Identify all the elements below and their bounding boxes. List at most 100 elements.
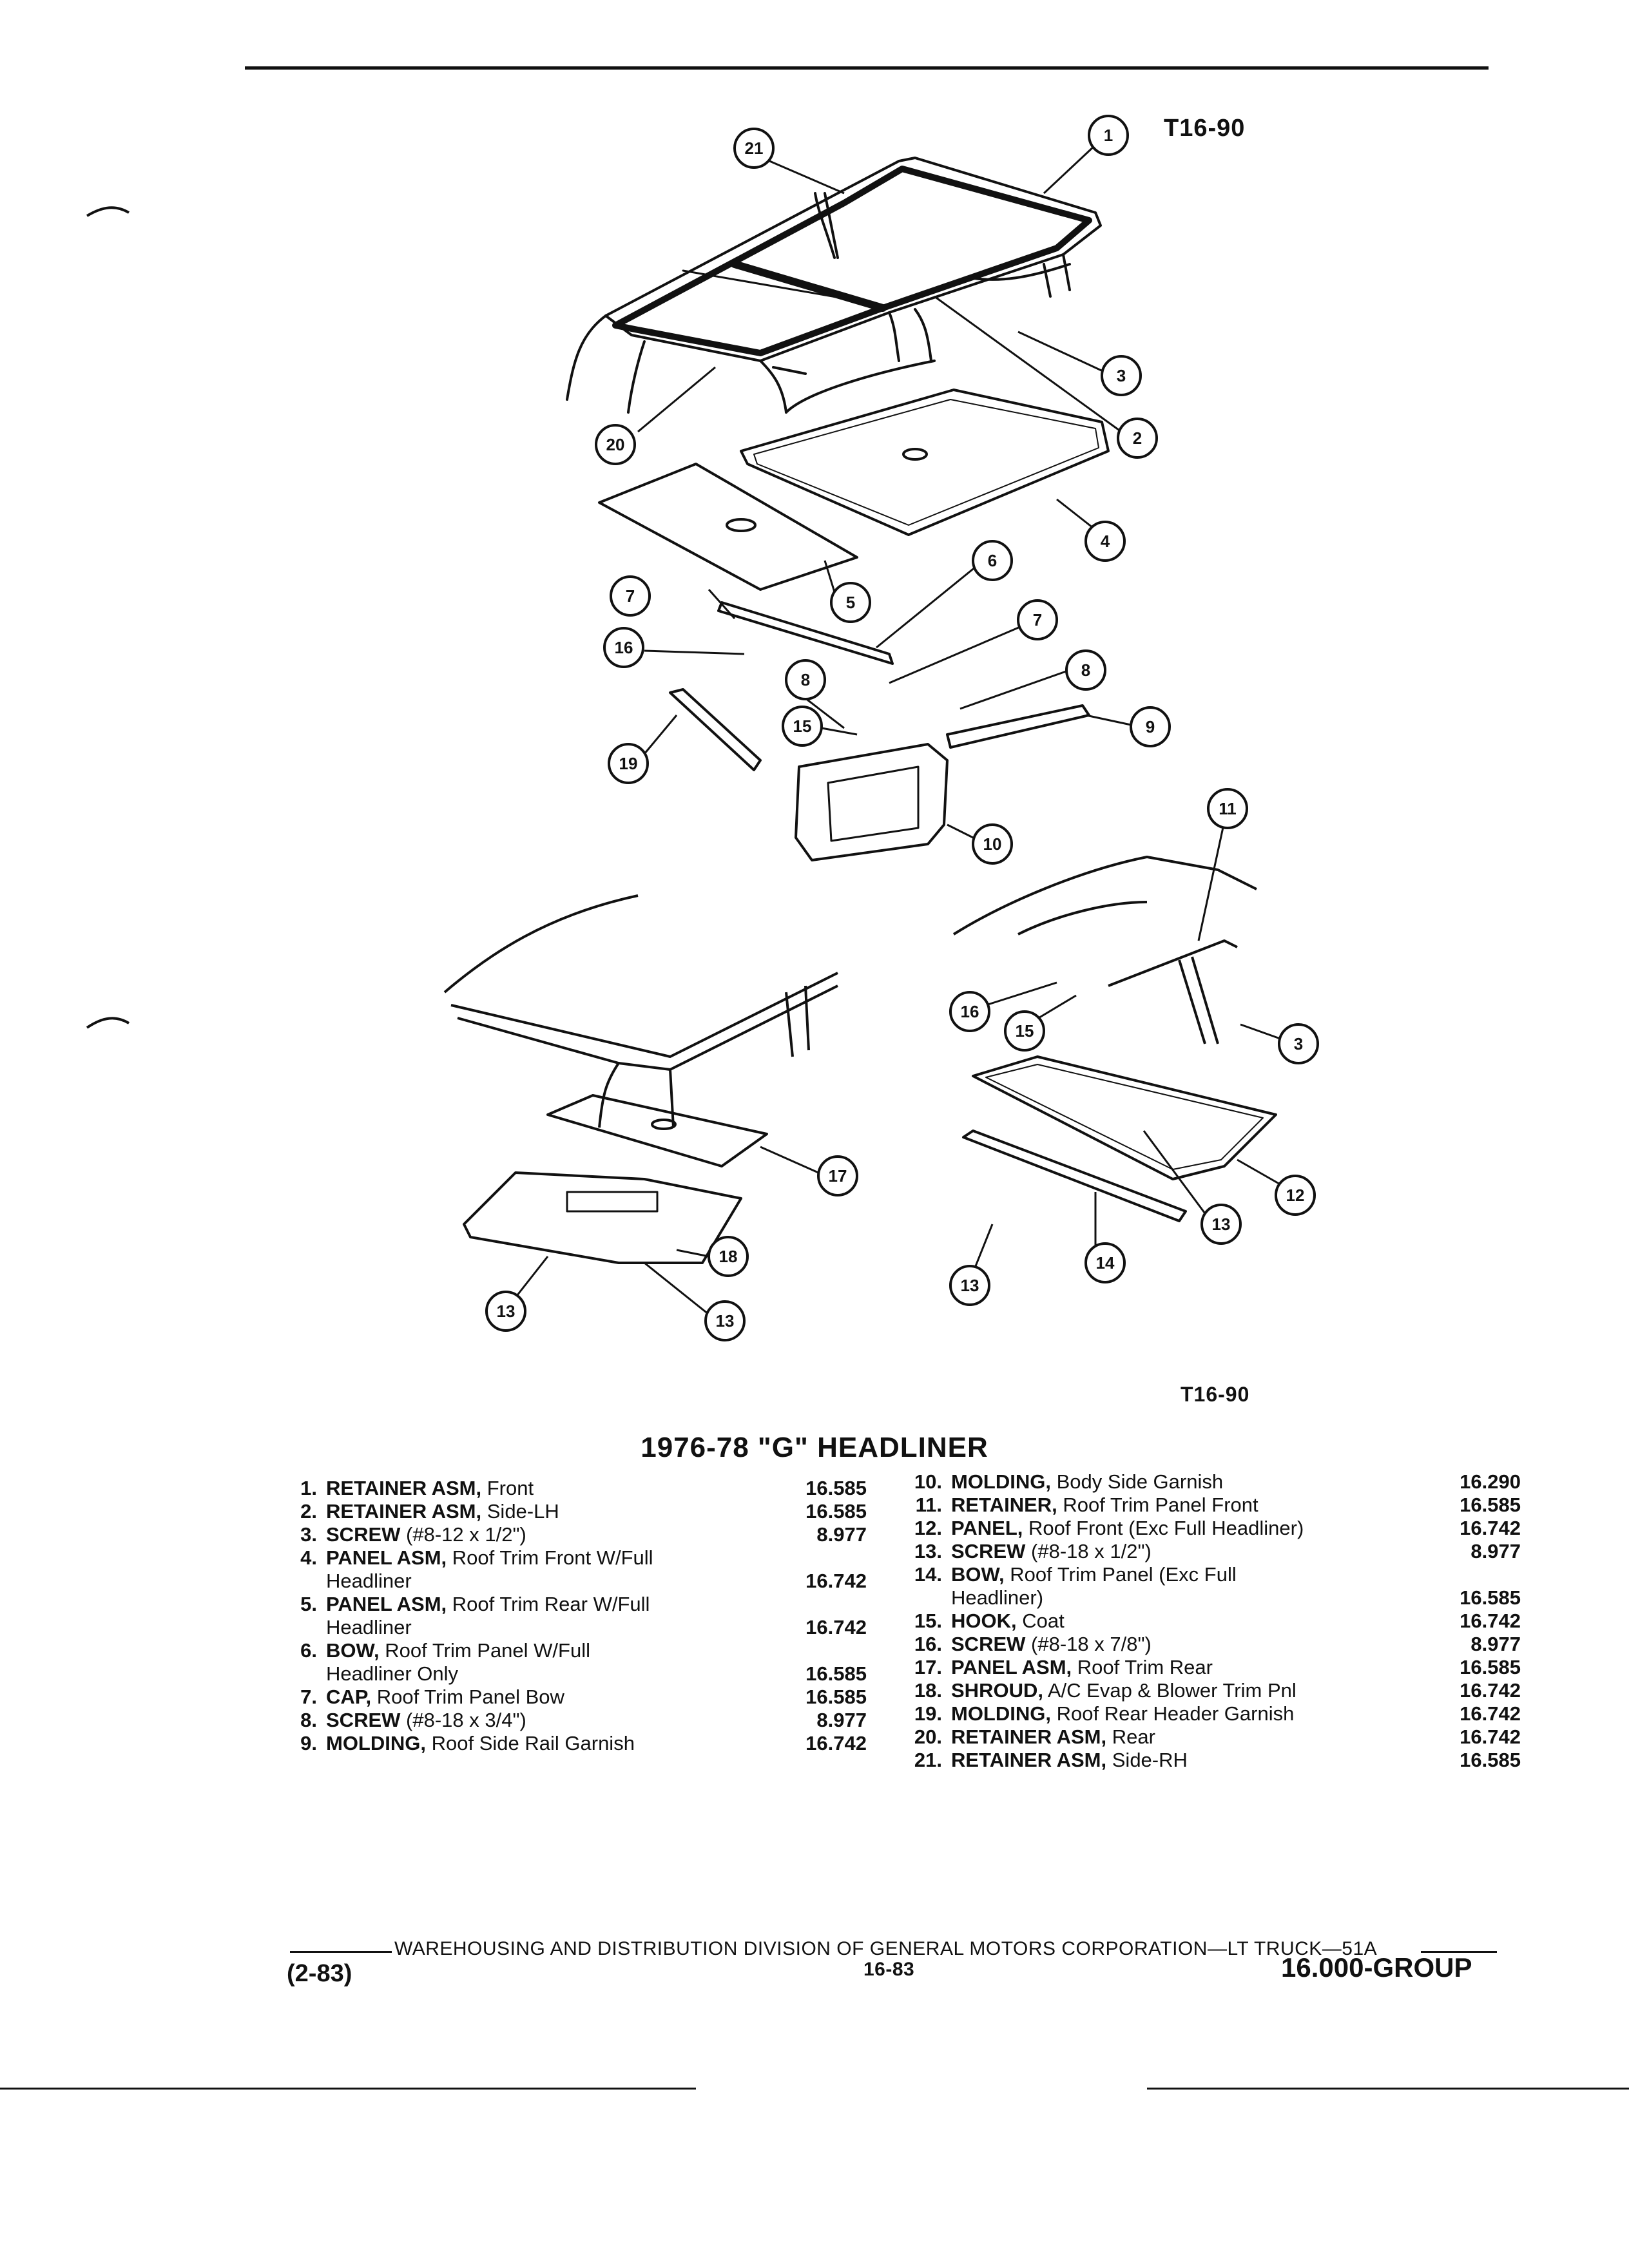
callout-10-label: 10 [983,834,1002,854]
part-name: CAP, [326,1686,372,1708]
part-group-code: 16.742 [1460,1610,1521,1632]
part-detail: (#8-12 x 1/2") [406,1523,526,1546]
part-row: 13.SCREW (#8-18 x 1/2")8.977 [909,1540,1521,1563]
part-number: 8. [300,1709,317,1731]
part-name: SCREW [326,1709,401,1731]
callout-9: 9 [1130,706,1171,747]
part-detail-cont: Headliner [326,1570,412,1592]
callout-12: 12 [1275,1175,1316,1216]
callout-5: 5 [830,582,871,623]
callout-3-bottom: 3 [1278,1023,1319,1064]
callout-8-left: 8 [785,659,826,700]
part-number: 14. [914,1563,942,1586]
part-description: RETAINER ASM, Rear [951,1725,1155,1749]
upper-roof-assembly [566,157,1102,414]
callout-13-bottom-right: 13 [949,1265,990,1306]
part-detail: Roof Trim Front W/Full [452,1546,653,1569]
callout-7-left-label: 7 [626,586,635,606]
footer-page-number: 16-83 [863,1959,915,1980]
part-group-code: 16.742 [1460,1725,1521,1748]
callout-4: 4 [1084,521,1126,562]
callout-2: 2 [1117,418,1158,459]
callout-3-top: 3 [1101,355,1142,396]
part-number: 11. [915,1494,942,1516]
part-group-code: 16.585 [1460,1656,1521,1678]
part-description: MOLDING, Body Side Garnish [951,1470,1223,1494]
callout-5-label: 5 [846,593,855,612]
part-group-code: 8.977 [1470,1540,1521,1562]
callout-1: 1 [1088,115,1129,156]
part-group-code: 8.977 [816,1523,867,1546]
callout-7-right-label: 7 [1033,610,1042,629]
callout-15-top: 15 [782,706,823,747]
part-detail: (#8-18 x 7/8") [1031,1633,1152,1655]
part-row: 16.SCREW (#8-18 x 7/8")8.977 [909,1633,1521,1656]
part-description: PANEL ASM, Roof Trim Rear [951,1656,1213,1679]
part-name: RETAINER ASM, [951,1725,1107,1748]
part-name: PANEL ASM, [326,1593,447,1615]
part-group-code: 8.977 [816,1709,867,1731]
callout-18-label: 18 [719,1247,738,1266]
callout-15-top-label: 15 [793,716,812,736]
part-group-code: 16.585 [1460,1749,1521,1771]
callout-14-label: 14 [1096,1253,1115,1273]
part-group-code: 16.742 [1460,1517,1521,1539]
callout-9-label: 9 [1146,717,1155,736]
part-group-code: 16.585 [1460,1494,1521,1516]
part-detail-cont: Headliner [326,1616,412,1639]
part-row: 11. RETAINER, Roof Trim Panel Front 16.585 [909,1494,1521,1517]
callout-2-label: 2 [1133,428,1142,448]
callout-6-label: 6 [988,551,997,570]
part-detail: Roof Rear Header Garnish [1056,1702,1295,1725]
part-group-code: 16.290 [1460,1470,1521,1493]
callout-13-right-label: 13 [1212,1215,1231,1234]
binder-marks [86,206,130,1029]
part-group-code: 16.742 [805,1616,867,1639]
part-number: 15. [914,1610,942,1632]
callout-21: 21 [733,128,775,169]
callout-16-bottom: 16 [949,991,990,1032]
part-description: SCREW (#8-12 x 1/2") [326,1523,526,1546]
callout-20-label: 20 [606,435,625,454]
part-description: SCREW (#8-18 x 3/4") [326,1709,526,1732]
part-detail: Side-RH [1112,1749,1188,1771]
callout-13-right: 13 [1200,1204,1242,1245]
callout-8-right: 8 [1065,649,1106,691]
footer-date-code: (2-83) [287,1960,352,1987]
part-group-code: 16.742 [805,1732,867,1754]
part-number: 17. [914,1656,942,1678]
part-number: 9. [300,1732,317,1754]
part-name: RETAINER, [951,1494,1057,1516]
part-group-code: 16.585 [1460,1586,1521,1609]
part-description: CAP, Roof Trim Panel Bow [326,1686,564,1709]
callout-8-right-label: 8 [1081,660,1090,680]
callout-15-bottom-label: 15 [1016,1021,1034,1041]
lower-right-assembly [952,856,1277,1222]
part-description: RETAINER, Roof Trim Panel Front [951,1494,1258,1517]
callout-11-label: 11 [1219,799,1237,818]
callout-11: 11 [1207,788,1248,829]
part-number: 5. [300,1593,317,1615]
part-number: 18. [914,1679,942,1702]
part-detail: Side-LH [487,1500,559,1523]
part-number: 3. [300,1523,317,1546]
part-row: 12.PANEL, Roof Front (Exc Full Headliner… [909,1517,1521,1540]
callout-20: 20 [595,424,636,465]
part-name: HOOK, [951,1610,1017,1632]
callout-7-right: 7 [1017,599,1058,640]
footer-distribution: WAREHOUSING AND DISTRIBUTION DIVISION OF… [394,1938,1378,1959]
callout-4-label: 4 [1101,532,1110,551]
headliner-exploded-diagram: 1 21 3 2 20 4 5 6 7 7 16 8 8 9 15 19 10 … [86,115,1319,1341]
callout-13-left: 13 [485,1291,526,1332]
callout-19: 19 [608,743,649,784]
